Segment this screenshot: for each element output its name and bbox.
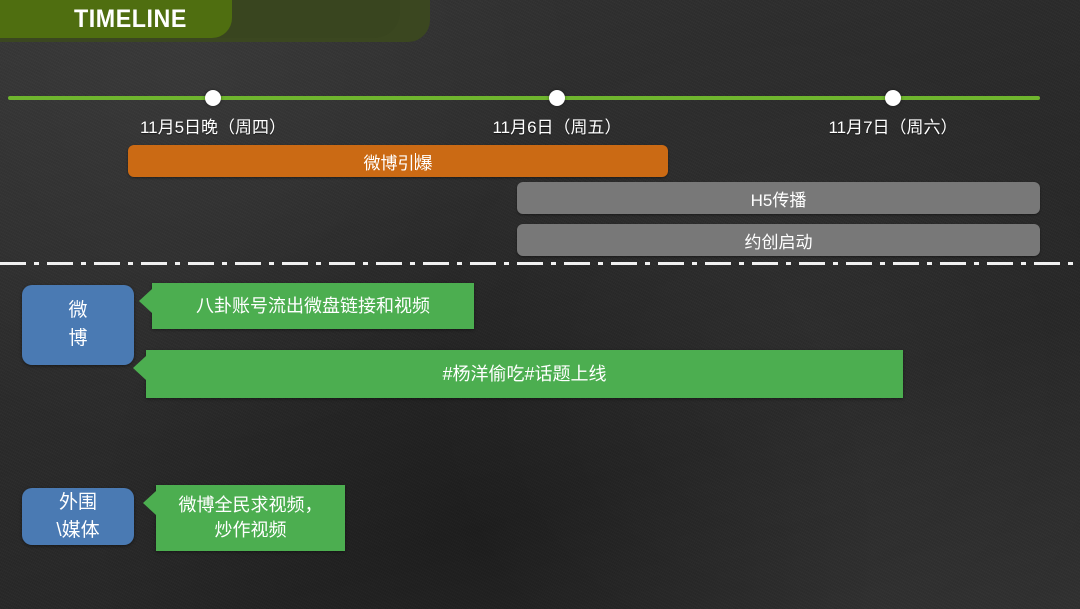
section-divider — [0, 262, 1080, 265]
timeline-date-label: 11月5日晚（周四） — [139, 118, 287, 137]
phase-bar: H5传播 — [517, 182, 1040, 214]
phase-bar-label: 约创启动 — [744, 232, 813, 252]
timeline-dot — [205, 90, 221, 106]
phase-bar-label-tail: 爆 — [415, 153, 433, 173]
channel-badge-line: 外围 — [58, 491, 97, 513]
callout-text-line: 微博全民求视频， — [178, 495, 323, 516]
timeline-date-label: 11月7日（周六） — [828, 118, 958, 137]
channel-badge: 外围 \媒体 — [22, 488, 134, 545]
page-title: TIMELINE — [74, 5, 187, 33]
phase-bar: 约创启动 — [517, 224, 1040, 256]
callout-pointer-icon — [133, 356, 146, 380]
text-cursor — [414, 152, 416, 170]
channel-badge-line: 微 — [68, 300, 88, 322]
timeline-dot — [549, 90, 565, 106]
callout-text: 八卦账号流出微盘链接和视频 — [184, 294, 442, 319]
timeline-dot — [885, 90, 901, 106]
header-banner: TIMELINE — [0, 0, 560, 42]
phase-bar-label: 微博引 — [363, 153, 415, 173]
phase-bar: 微博引爆 — [128, 145, 668, 177]
banner-main-shape — [0, 0, 232, 38]
channel-badge-line: 博 — [68, 328, 88, 349]
callout-text-line: 炒作视频 — [214, 520, 287, 540]
timeline-date-label: 11月6日（周五） — [492, 118, 622, 137]
callout-pointer-icon — [143, 491, 156, 515]
callout-text: 微博全民求视频， 炒作视频 — [167, 493, 335, 543]
channel-callout: 八卦账号流出微盘链接和视频 — [139, 283, 474, 329]
callout-text: #杨洋偷吃#话题上线 — [430, 362, 618, 387]
callout-pointer-icon — [139, 289, 152, 313]
callout-text-line: 八卦账号流出微盘链接和视频 — [196, 295, 430, 316]
channel-badge: 微博 — [22, 285, 134, 365]
phase-bar-label: H5传播 — [750, 190, 807, 210]
callout-text-line: #杨洋偷吃#话题上线 — [442, 363, 607, 384]
timeline-axis-line — [8, 96, 1040, 100]
channel-badge-line: \媒体 — [56, 519, 100, 541]
channel-callout: #杨洋偷吃#话题上线 — [133, 350, 903, 398]
channel-callout: 微博全民求视频， 炒作视频 — [143, 485, 345, 551]
